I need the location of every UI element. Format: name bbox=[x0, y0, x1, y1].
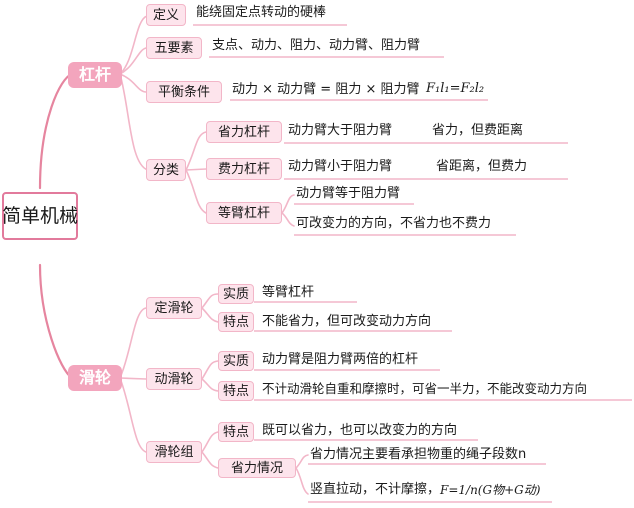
lever-type-equal-arm: 等臂杠杆 bbox=[206, 202, 282, 224]
movable-pulley-label: 动滑轮 bbox=[146, 368, 202, 390]
lever-type-force-costing: 费力杠杆 bbox=[206, 158, 282, 180]
pulley-block-saving-formula-row: 竖直拉动，不计摩擦， F=1/n(G物+G动) bbox=[310, 483, 540, 496]
pulley-block-feature: 既可以省力，也可以改变力的方向 bbox=[262, 423, 458, 438]
lever-type-force-costing-effect: 省距离，但费力 bbox=[436, 159, 528, 174]
lever-balance-text: 动力 × 动力臂 = 阻力 × 阻力臂 bbox=[232, 82, 420, 97]
movable-pulley-essence: 动力臂是阻力臂两倍的杠杆 bbox=[262, 352, 419, 367]
pulley-block-feature-label: 特点 bbox=[218, 422, 254, 442]
root-node: 简单机械 bbox=[2, 192, 78, 240]
lever-five-elements-label: 五要素 bbox=[146, 37, 202, 59]
movable-pulley-feature-label: 特点 bbox=[218, 381, 254, 401]
lever-type-force-saving-effect: 省力，但费距离 bbox=[432, 123, 524, 138]
lever-definition-text: 能绕固定点转动的硬棒 bbox=[196, 5, 327, 20]
lever-classification-label: 分类 bbox=[146, 159, 186, 181]
lever-type-equal-arm-condition: 动力臂等于阻力臂 bbox=[296, 186, 401, 201]
lever-five-elements-text: 支点、动力、阻力、动力臂、阻力臂 bbox=[212, 38, 421, 53]
pulley-node: 滑轮 bbox=[68, 365, 122, 391]
fixed-pulley-essence: 等臂杠杆 bbox=[262, 285, 315, 300]
lever-node: 杠杆 bbox=[68, 62, 122, 88]
movable-pulley-feature: 不计动滑轮自重和摩擦时，可省一半力，不能改变动力方向 bbox=[262, 381, 588, 396]
pulley-block-saving-label: 省力情况 bbox=[218, 458, 296, 478]
fixed-pulley-feature-label: 特点 bbox=[218, 312, 254, 332]
pulley-block-saving-formula: F=1/n(G物+G动) bbox=[440, 482, 541, 497]
lever-balance-formula: F₁l₁=F₂l₂ bbox=[426, 81, 485, 96]
pulley-block-label: 滑轮组 bbox=[146, 441, 202, 463]
fixed-pulley-essence-label: 实质 bbox=[218, 284, 254, 304]
movable-pulley-essence-label: 实质 bbox=[218, 351, 254, 371]
lever-balance-label: 平衡条件 bbox=[146, 81, 222, 103]
pulley-block-saving-rope: 省力情况主要看承担物重的绳子段数n bbox=[310, 447, 527, 462]
fixed-pulley-feature: 不能省力，但可改变动力方向 bbox=[262, 314, 432, 329]
lever-type-force-costing-condition: 动力臂小于阻力臂 bbox=[288, 159, 393, 174]
lever-type-equal-arm-effect: 可改变力的方向，不省力也不费力 bbox=[296, 216, 492, 231]
fixed-pulley-label: 定滑轮 bbox=[146, 297, 202, 319]
lever-definition-label: 定义 bbox=[146, 4, 186, 26]
lever-type-force-saving-condition: 动力臂大于阻力臂 bbox=[288, 123, 393, 138]
pulley-block-saving-condition: 竖直拉动，不计摩擦， bbox=[310, 482, 441, 497]
lever-type-force-saving: 省力杠杆 bbox=[206, 121, 282, 143]
